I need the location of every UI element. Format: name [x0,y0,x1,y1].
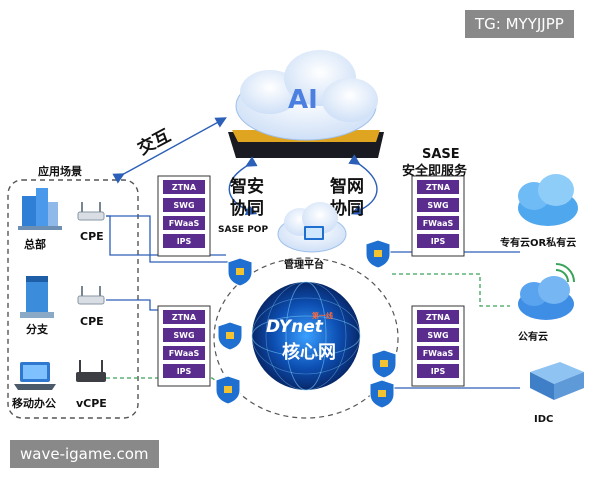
shield-icon-left-bottom [217,321,243,351]
stack-left-lower-item-label: ZTNA [172,313,197,322]
private-cloud-icon [518,174,578,226]
stack-right-lower-item-box [417,346,459,360]
watermark-top: TG: MYYJJPP [465,10,574,38]
sase-title: SASE [422,147,460,162]
stack-right-lower-item-box [417,328,459,342]
stack-sase-pop-item-box [163,198,205,212]
cpe-label-2: CPE [80,315,104,328]
stack-right-lower-item-box [417,364,459,378]
stack-right-lower-item-box [417,310,459,324]
stack-sase-service-item-label: SWG [427,201,448,210]
watermark-bottom: wave-igame.com [10,440,159,468]
stack-right-lower-item-label: IPS [431,367,446,376]
stack-left-lower-item-box [163,310,205,324]
stack-sase-service-item-box [417,216,459,230]
cpe-router-icon-1 [77,202,105,221]
stack-sase-service-item-box [417,198,459,212]
public-cloud-label: 公有云 [518,330,548,343]
security-collab-arrow [228,156,258,216]
ai-label: AI [288,85,318,115]
stack-sase-service-item-box [417,180,459,194]
vcpe-router-icon [76,360,106,382]
stack-left-lower-item-label: IPS [177,367,192,376]
core-ring [213,257,399,419]
stack-sase-pop-item-box [163,216,205,230]
stack-right-lower-item-label: SWG [427,331,448,340]
stack-sase-pop-item-box [163,180,205,194]
stack-sase-pop-item-label: FWaaS [169,219,200,228]
sase-pop-label: SASE POP [218,225,268,235]
stack-sase-pop-item-label: IPS [177,237,192,246]
branch-building-icon [20,276,54,318]
ai-cloud-platform [228,50,384,158]
security-collab-line1: 智安 [230,176,264,197]
laptop-icon [14,362,56,390]
public-cloud-icon [518,263,575,320]
stack-left-lower-item-box [163,346,205,360]
network-collab-arrow [348,154,378,215]
management-cloud-icon [277,202,347,253]
stack-sase-pop-item-label: ZTNA [172,183,197,192]
scenario-group-frame [7,179,139,419]
core-brand: DYnet [266,317,324,337]
stack-right-lower-item-label: ZTNA [426,313,451,322]
stack-sase-service-item-box [417,234,459,248]
stack-left-lower-item-label: SWG [173,331,194,340]
shield-icon-right-bottom [371,349,397,379]
hq-label: 总部 [24,237,46,251]
stack-left-lower-item-label: FWaaS [169,349,200,358]
sase-subtitle: 安全即服务 [402,163,468,179]
core-title: 核心网 [282,341,336,363]
shield-icon-bottom-right [369,379,395,409]
vcpe-label: vCPE [76,397,107,410]
mobile-office-label: 移动办公 [12,396,56,410]
stack-sase-service-item-label: FWaaS [423,219,454,228]
stack-sase-service-item-label: ZTNA [426,183,451,192]
idc-label: IDC [534,414,553,425]
management-label: 管理平台 [284,258,324,271]
shield-icon-right-top [365,239,391,269]
service-stacks: ZTNA SWG FWaaS IPS ZTNA SWG FWaaS IPS ZTNA SWG FWa… [157,175,465,387]
private-cloud-label: 专有云OR私有云 [500,236,576,249]
stack-sase-pop-item-box [163,234,205,248]
core-brand-sub: 第一线 [312,311,333,320]
stack-left-lower-item-box [163,364,205,378]
idc-server-icon [530,362,584,400]
network-collab-line2: 协同 [330,198,364,219]
interaction-arrow [112,117,227,184]
cpe-router-icon-2 [77,286,105,305]
branch-label: 分支 [26,322,49,336]
stack-right-lower-item-label: FWaaS [423,349,454,358]
scenario-group-title: 应用场景 [38,164,82,178]
security-collab-line2: 协同 [230,198,264,219]
stack-sase-pop-item-label: SWG [173,201,194,210]
stack-left-lower-item-box [163,328,205,342]
shield-icon-pop [227,257,253,287]
stack-sase-service-item-label: IPS [431,237,446,246]
network-collab-line1: 智网 [330,176,364,197]
interaction-label: 交互 [134,125,174,160]
core-network-globe [251,281,361,391]
hq-building-icon [18,188,62,230]
cpe-label-1: CPE [80,230,104,243]
shield-icon-bottom-left [215,375,241,405]
